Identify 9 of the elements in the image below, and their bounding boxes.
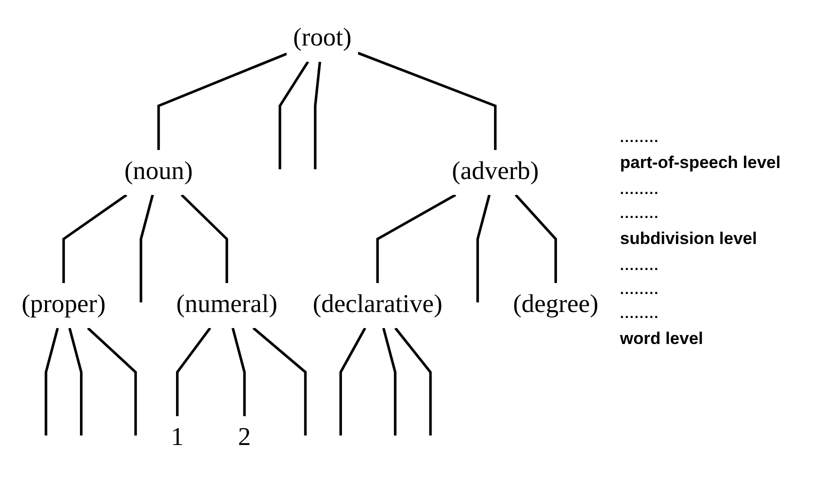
ellipsis-dots: ........ (620, 256, 660, 272)
ellipsis-dots: ........ (620, 128, 660, 144)
ellipsis-dots: ........ (620, 180, 660, 196)
ellipsis-dots: ........ (620, 280, 660, 296)
level-label: part-of-speech level (620, 152, 782, 172)
level-label: subdivision level (620, 228, 758, 248)
level-label: word level (620, 328, 704, 348)
ellipsis-dots: ........ (620, 304, 660, 320)
ellipsis-dots: ........ (620, 204, 660, 220)
